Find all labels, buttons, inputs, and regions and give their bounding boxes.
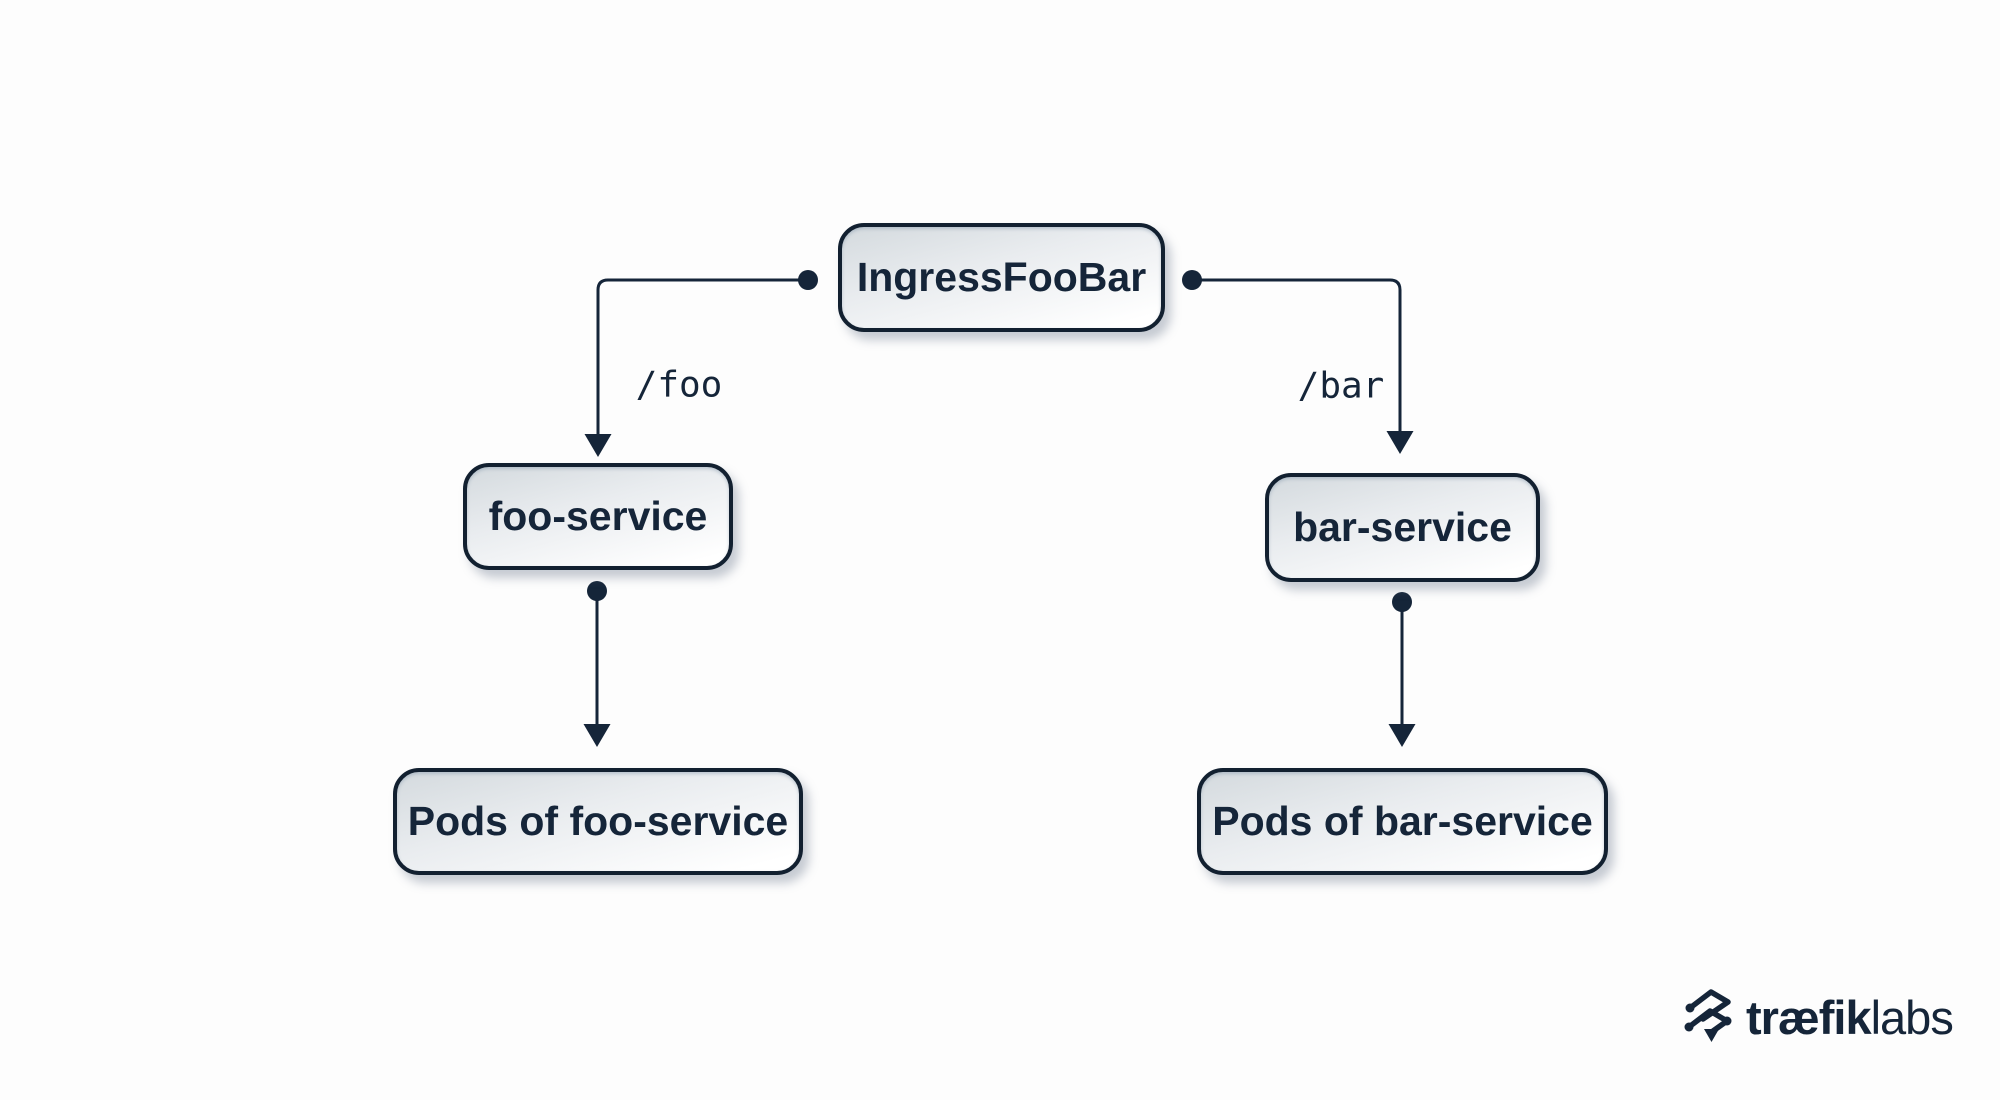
node-label: bar-service: [1293, 504, 1512, 550]
node-bar-service: bar-service: [1265, 473, 1540, 582]
connection-dot-foo-service: [587, 581, 607, 601]
connection-dot-bar-service: [1392, 592, 1412, 612]
logo-wordmark: træfiklabs: [1746, 990, 1954, 1044]
edge-label-bar: /bar: [1297, 365, 1385, 407]
connection-dot-ingress-right: [1182, 270, 1202, 290]
connection-dot-ingress-left: [798, 270, 818, 290]
arrowhead-foo-service: [584, 434, 612, 457]
arrowhead-bar-pods: [1388, 724, 1416, 747]
traefiklabs-logo: træfiklabs: [1680, 986, 1954, 1048]
node-label: IngressFooBar: [856, 254, 1147, 300]
edge-label-foo: /foo: [635, 364, 723, 406]
edge-ingress-to-foo-service: [596, 278, 808, 434]
node-label: Pods of bar-service: [1212, 798, 1593, 844]
node-ingress-foo-bar: IngressFooBar: [838, 223, 1165, 332]
node-label: foo-service: [488, 493, 708, 539]
edge-ingress-to-bar-service: [1192, 278, 1402, 431]
logo-text-traefik: træfik: [1746, 990, 1872, 1044]
node-foo-service: foo-service: [463, 463, 733, 570]
traefik-logo-icon: [1684, 989, 1732, 1042]
logo-text-labs: labs: [1870, 990, 1954, 1044]
node-pods-of-bar-service: Pods of bar-service: [1197, 768, 1608, 875]
node-label: Pods of foo-service: [407, 798, 789, 844]
arrowhead-bar-service: [1386, 431, 1414, 454]
arrowhead-foo-pods: [583, 724, 611, 747]
node-pods-of-foo-service: Pods of foo-service: [393, 768, 803, 875]
